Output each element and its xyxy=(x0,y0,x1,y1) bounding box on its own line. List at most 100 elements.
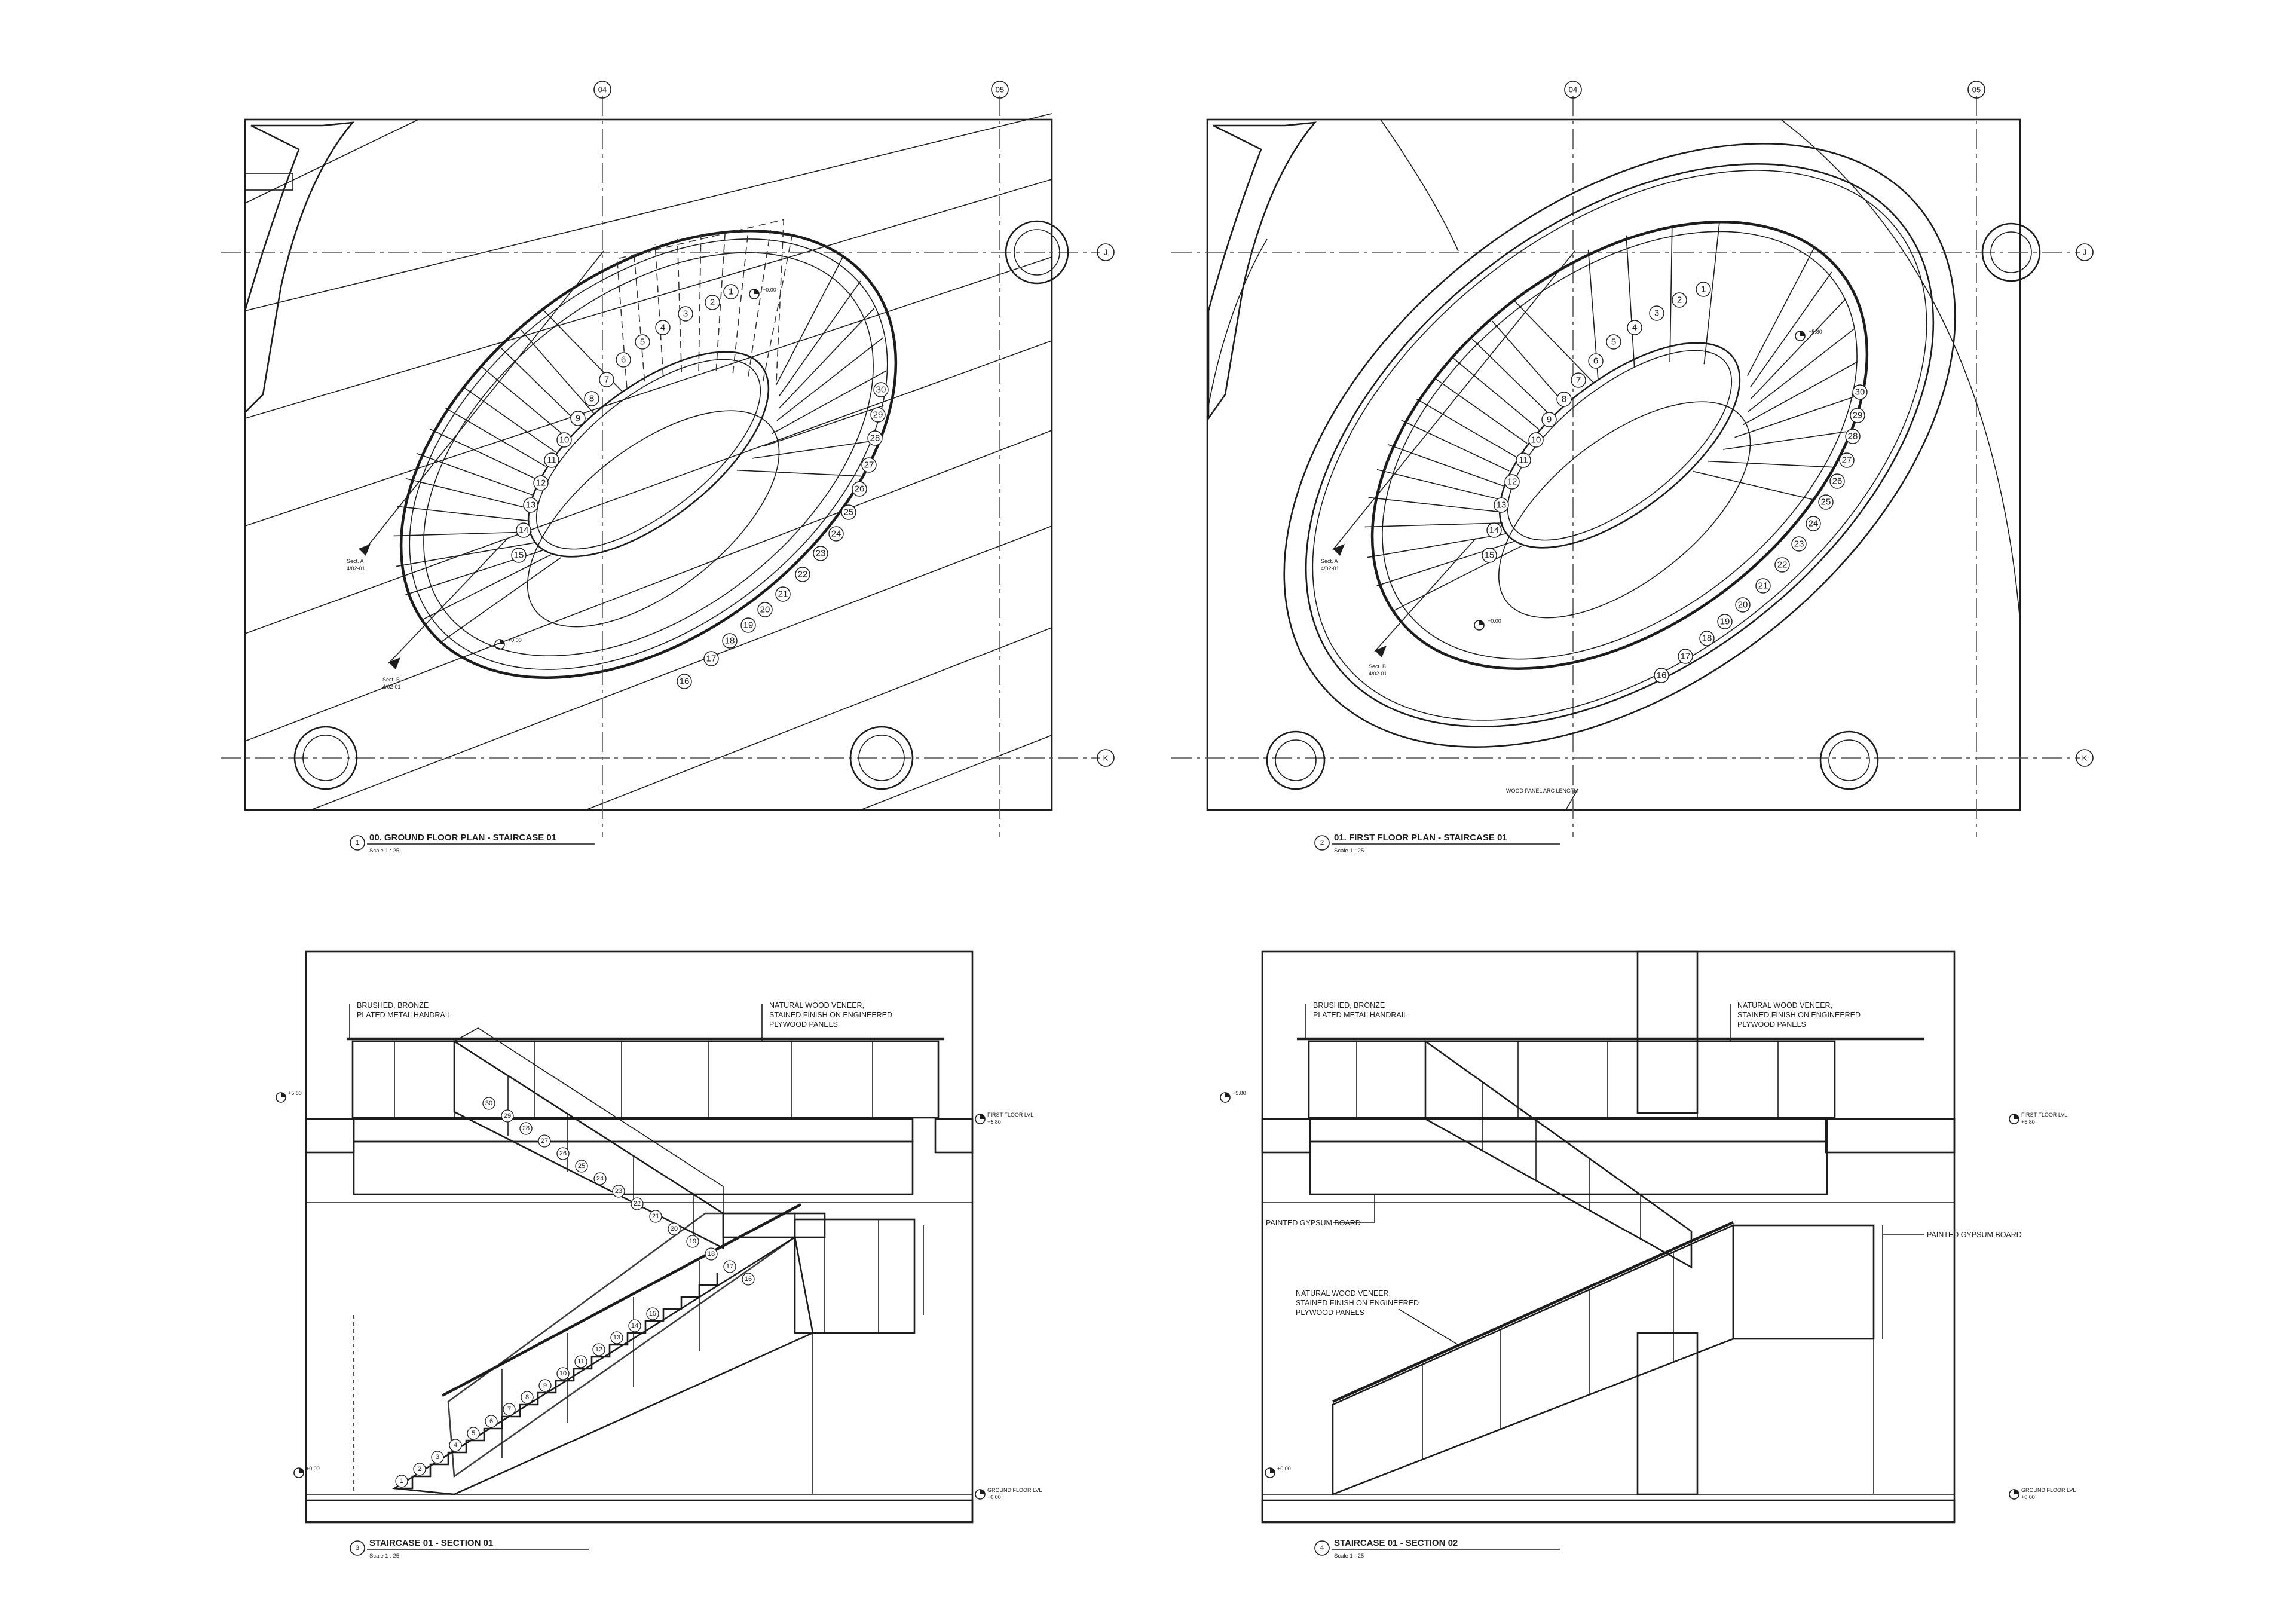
lower-flight-panel xyxy=(1332,1224,1734,1495)
section-step-number: 1 xyxy=(400,1478,403,1485)
section-step-bubble xyxy=(413,1463,426,1476)
step-number: 23 xyxy=(816,549,826,559)
level-marker: +5.80 xyxy=(1795,329,1822,341)
structural-column xyxy=(1819,730,1879,790)
section-step-number: 3 xyxy=(436,1454,439,1461)
step-number-bubble xyxy=(677,674,692,689)
floor-slab-top xyxy=(1309,1118,1828,1143)
step-number: 18 xyxy=(725,636,735,646)
level-label: GROUND FLOOR LVL xyxy=(987,1487,1042,1493)
step-number: 22 xyxy=(1777,560,1788,570)
step-number: 22 xyxy=(798,570,808,580)
step-number-bubble xyxy=(1735,597,1751,613)
step-number: 5 xyxy=(1611,337,1616,347)
wood-panel-dimension: WOOD PANEL ARC LENGTH xyxy=(1506,788,1578,794)
floor-edge-arc xyxy=(1207,238,1268,413)
step-number-bubble xyxy=(867,430,883,446)
section-step-bubble xyxy=(556,1367,570,1380)
note-line: STAINED FINISH ON ENGINEERED xyxy=(1296,1299,1419,1307)
staircase-section-02: BRUSHED, BRONZE PLATED METAL HANDRAIL NA… xyxy=(1220,950,2076,1559)
section-cut-line xyxy=(1374,537,1477,652)
drawing-number: 1 xyxy=(356,839,359,846)
landing-wood-panel xyxy=(1732,1224,1875,1340)
step-number-bubble xyxy=(523,497,538,513)
step-number: 15 xyxy=(1485,550,1495,561)
view-frame xyxy=(244,118,1053,811)
wall-hatch xyxy=(1207,121,1317,421)
step-number: 11 xyxy=(1519,455,1528,466)
step-number-bubble xyxy=(1528,432,1544,448)
section-step-number: 8 xyxy=(525,1394,529,1401)
section-marker-b: Sect. B 4/02-01 xyxy=(1369,646,1387,677)
grid-bubble-04 xyxy=(593,81,611,99)
step-number: 6 xyxy=(1593,356,1598,366)
step-number: 10 xyxy=(559,435,570,445)
step-number-bubble xyxy=(740,617,756,633)
floor-edge-arc xyxy=(1380,119,1459,252)
step-number: 12 xyxy=(1507,477,1517,487)
step-number: 3 xyxy=(1654,308,1659,319)
step-number: 8 xyxy=(1562,394,1566,405)
step-number: 19 xyxy=(1720,617,1730,627)
section-step-number: 26 xyxy=(559,1150,567,1157)
step-number: 7 xyxy=(1576,375,1581,386)
step-number: 9 xyxy=(1547,415,1552,425)
step-number: 21 xyxy=(778,589,788,600)
drawing-number: 4 xyxy=(1320,1545,1324,1552)
step-number: 9 xyxy=(576,414,580,424)
grid-bubble-05 xyxy=(1967,81,1985,99)
step-number-bubble xyxy=(723,284,739,299)
wood-veneer-balustrade xyxy=(351,1040,940,1119)
section-b-ref: 4/02-01 xyxy=(1369,671,1387,677)
step-number: 30 xyxy=(1855,387,1865,397)
structural-column xyxy=(1005,220,1069,285)
level-tag-ground-floor: GROUND FLOOR LVL +0.00 xyxy=(975,1487,1042,1500)
level-label: FIRST FLOOR LVL xyxy=(2021,1112,2067,1118)
section-a-ref: 4/02-01 xyxy=(1321,565,1339,571)
section-step-bubble xyxy=(556,1147,570,1160)
step-number-bubble xyxy=(1672,292,1687,308)
grid-bubble-j xyxy=(2076,243,2094,261)
wood-veneer-balustrade xyxy=(1308,1040,1836,1119)
step-number-bubble xyxy=(570,411,586,426)
step-number: 17 xyxy=(1681,652,1691,662)
level-marker-lower: +0.00 xyxy=(1265,1466,1291,1478)
section-step-number: 27 xyxy=(541,1137,548,1145)
structural-column xyxy=(849,726,914,790)
step-number-bubble xyxy=(616,352,631,368)
grid-bubble-j xyxy=(1097,243,1115,261)
step-number: 30 xyxy=(876,385,886,395)
section-step-bubble xyxy=(395,1475,408,1488)
landing-wood-panel xyxy=(794,1218,916,1334)
level-tag-first-floor: FIRST FLOOR LVL +5.80 xyxy=(2009,1112,2067,1125)
note-veneer: NATURAL WOOD VENEER, STAINED FINISH ON E… xyxy=(761,1001,892,1041)
drawing-title-text: 00. GROUND FLOOR PLAN - STAIRCASE 01 xyxy=(369,833,556,843)
section-step-bubble xyxy=(482,1097,495,1110)
grid-label-k: K xyxy=(1103,754,1109,763)
floor-pattern xyxy=(244,113,1052,811)
step-number: 5 xyxy=(640,337,645,347)
grid-bubble-k xyxy=(1097,749,1115,767)
section-step-number: 12 xyxy=(595,1346,602,1353)
view-frame xyxy=(1206,118,2021,811)
drawing-title-text: STAIRCASE 01 - SECTION 02 xyxy=(1334,1538,1458,1548)
grid-label-k: K xyxy=(2082,754,2088,763)
step-number-bubble xyxy=(852,481,867,497)
step-number-bubble xyxy=(1504,474,1520,490)
section-step-bubble xyxy=(538,1379,552,1392)
stair-treads xyxy=(394,1273,718,1490)
step-number-bubble xyxy=(1829,473,1845,489)
note-line: PLYWOOD PANELS xyxy=(1296,1308,1364,1317)
step-number: 20 xyxy=(760,605,770,615)
first-floor-plan: 04 05 J K xyxy=(1171,81,2094,854)
level-tag-first-floor: FIRST FLOOR LVL +5.80 xyxy=(975,1112,1033,1125)
level-value: +0.00 xyxy=(306,1466,320,1472)
drawing-number: 3 xyxy=(356,1545,359,1552)
step-number-bubble xyxy=(1627,320,1642,335)
step-number-bubble xyxy=(1494,497,1509,513)
step-number: 17 xyxy=(706,654,717,664)
section-step-number: 22 xyxy=(634,1200,641,1207)
wall-hatch xyxy=(244,121,355,415)
step-number-bubble xyxy=(1696,282,1711,297)
note-line: BRUSHED, BRONZE xyxy=(357,1001,429,1010)
